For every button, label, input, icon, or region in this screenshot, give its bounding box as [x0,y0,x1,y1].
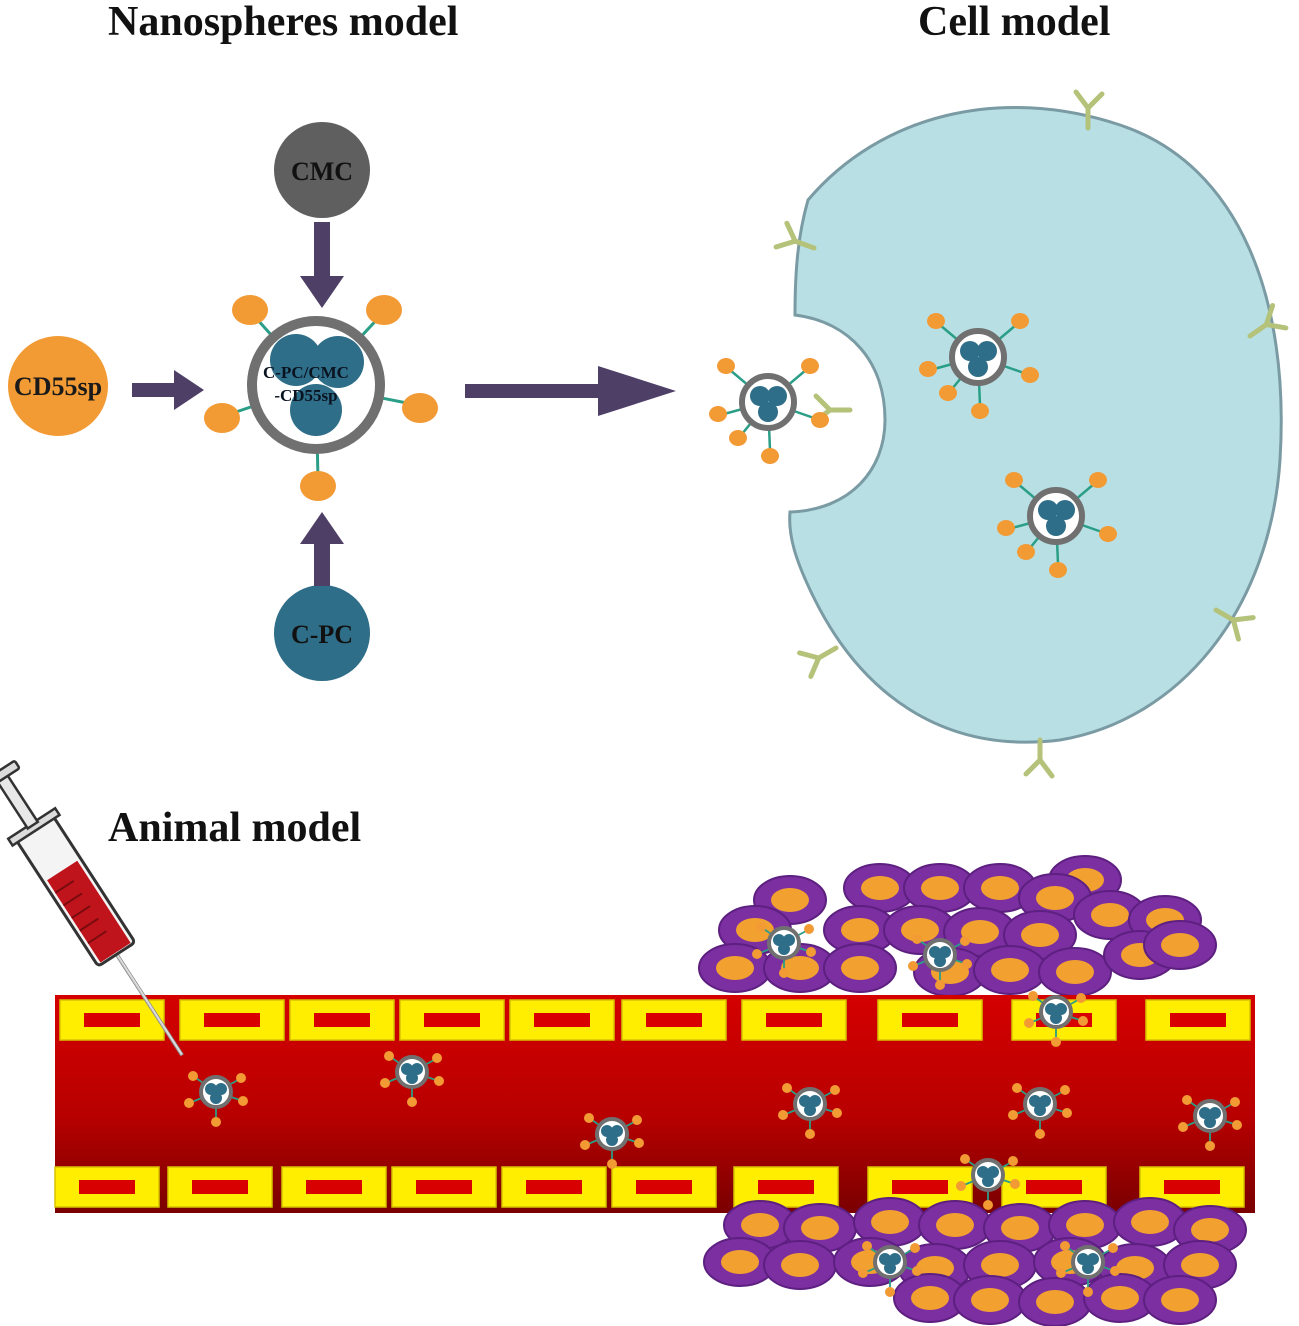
tumor-cell [1143,920,1217,970]
tumor-tissue-bottom [703,1197,1247,1326]
tumor-cell [1143,1275,1217,1325]
endothelial-cell [281,1166,387,1208]
c-pc-cmc-cd55sp-nanosphere: C-PC/CMC -CD55sp [204,295,438,501]
cmc-label: CMC [291,157,353,186]
tumor-cell [1018,1277,1092,1326]
cell [788,105,1283,744]
endothelial-cells-bottom [54,1166,1245,1208]
cd55sp-label: CD55sp [14,372,102,401]
nanosphere-entering-cell [709,358,829,464]
animal-model-heading: Animal model [108,805,361,851]
tumor-cell [1038,947,1112,997]
endothelial-cell [877,999,983,1041]
cpc-node: C-PC [274,585,370,681]
endothelial-cell [509,999,615,1041]
cd55sp-node: CD55sp [8,336,108,436]
endothelial-cell [1145,999,1251,1041]
tumor-cell [823,943,897,993]
cell-model-heading: Cell model [918,0,1110,45]
arrow-cpc-to-nanosphere [300,512,344,586]
arrow-to-cell [465,366,676,416]
nanosphere-label-line2: -CD55sp [274,386,337,405]
cmc-node: CMC [274,122,370,218]
endothelial-cell [167,1166,273,1208]
cpc-label: C-PC [291,620,353,649]
endothelial-cell [289,999,395,1041]
arrow-cd55sp-to-nanosphere [132,370,204,410]
nanospheres-model-heading: Nanospheres model [108,0,458,45]
endothelial-cell [179,999,285,1041]
endothelial-cell [611,1166,717,1208]
arrow-cmc-to-nanosphere [300,222,344,308]
tumor-cell [953,1275,1027,1325]
endothelial-cell [741,999,847,1041]
endothelial-cell [621,999,727,1041]
tumor-cell [763,1240,837,1290]
tumor-cell [918,1200,992,1250]
endothelial-cell [501,1166,607,1208]
tumor-cell [973,945,1047,995]
endothelial-cell [54,1166,160,1208]
endothelial-cell [59,999,165,1041]
endothelial-cell [391,1166,497,1208]
endothelial-cell [733,1166,839,1208]
syringe-icon [0,760,184,1057]
endothelial-cell [399,999,505,1041]
tumor-tissue-top [698,855,1217,997]
nanosphere-label-line1: C-PC/CMC [263,363,349,382]
